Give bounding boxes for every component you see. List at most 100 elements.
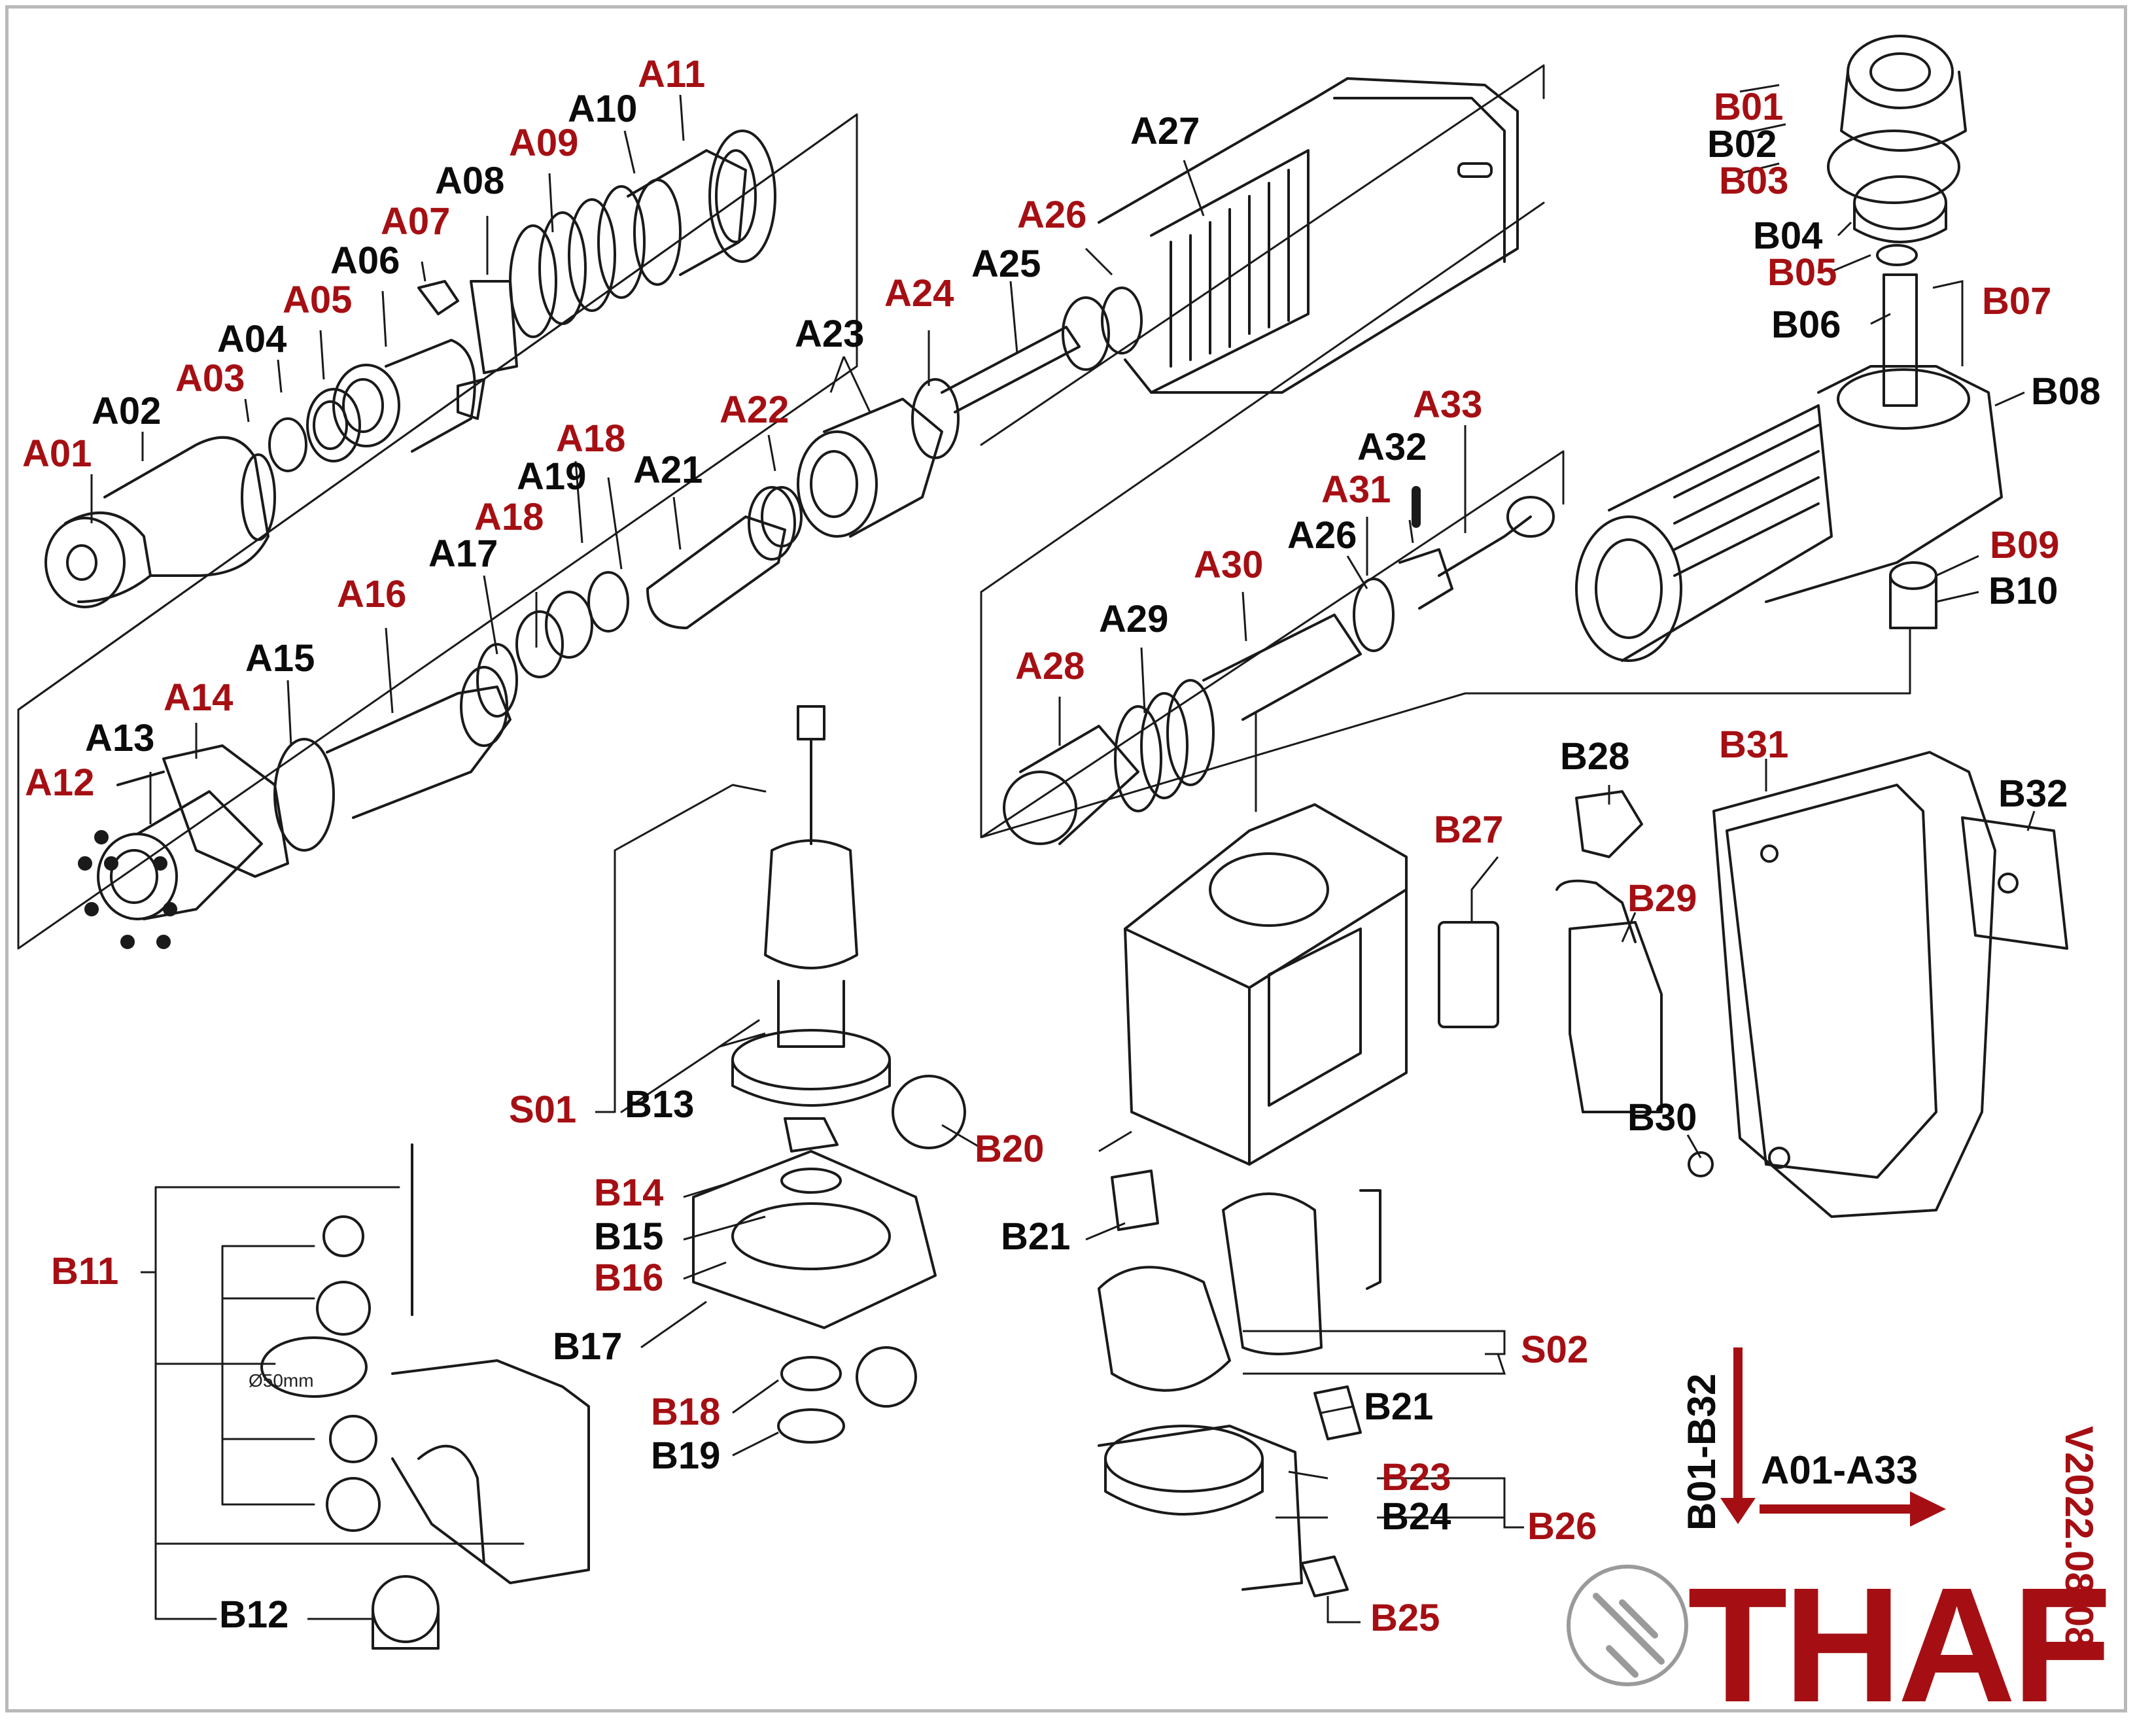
nav-arrow-right: [1760, 1504, 1917, 1514]
brand-wordmark: THAF: [1688, 1554, 2112, 1736]
part-a23: [797, 398, 943, 538]
part-b32: [1961, 816, 2068, 950]
label-b14: B14: [594, 1172, 664, 1214]
detail-circle: [892, 1075, 966, 1149]
part-b03: [1827, 130, 1960, 204]
part-a08: [470, 280, 518, 374]
label-a11: A11: [638, 53, 706, 95]
label-b20: B20: [975, 1128, 1045, 1170]
part-a05: [332, 364, 400, 447]
label-b21-upper: B21: [1001, 1215, 1071, 1258]
navigation-arrows: [1720, 1347, 1946, 1527]
label-b25: B25: [1370, 1597, 1440, 1639]
label-a06: A06: [330, 239, 400, 282]
part-b29: [1569, 921, 1663, 1113]
label-a27: A27: [1130, 110, 1200, 152]
label-b32: B32: [1998, 773, 2068, 815]
part-a18b: [587, 571, 629, 633]
dimension-label: Ø50mm: [249, 1370, 314, 1391]
label-s02: S02: [1521, 1328, 1589, 1371]
part-b18-detail: [856, 1346, 917, 1408]
label-b23: B23: [1381, 1456, 1451, 1499]
label-b08: B08: [2031, 370, 2101, 413]
label-a02: A02: [92, 390, 162, 432]
label-b03: B03: [1719, 160, 1789, 202]
part-b29-wire: [1555, 879, 1637, 943]
part-a18: [515, 610, 564, 678]
label-a16: A16: [337, 573, 407, 616]
part-a13: [116, 771, 165, 786]
label-a09: A09: [509, 122, 579, 164]
label-b10: B10: [1988, 570, 2058, 612]
label-b07: B07: [1982, 280, 2052, 322]
label-a03: A03: [175, 357, 245, 400]
label-b27: B27: [1434, 808, 1504, 851]
label-a04: A04: [217, 318, 287, 360]
label-a26-upper: A26: [1017, 194, 1087, 236]
label-b05: B05: [1767, 251, 1837, 294]
part-b04: [1853, 175, 1947, 243]
part-b27: [1438, 921, 1499, 1028]
label-b30: B30: [1627, 1096, 1697, 1139]
label-b31: B31: [1719, 723, 1789, 766]
part-a26: [1101, 286, 1143, 355]
part-b05: [1876, 244, 1918, 266]
nav-label-b-range: B01-B32: [1680, 1373, 1724, 1531]
part-b19: [777, 1408, 845, 1444]
part-a16: [326, 686, 512, 819]
part-b20: [1124, 803, 1408, 1166]
part-b17: [692, 1117, 937, 1329]
label-a31: A31: [1321, 468, 1391, 511]
label-a01: A01: [22, 432, 92, 475]
label-a26-lower: A26: [1287, 514, 1357, 557]
label-b19: B19: [651, 1434, 721, 1477]
part-b31: [1712, 751, 1996, 1218]
part-a02: [103, 436, 276, 577]
label-b29: B29: [1627, 877, 1697, 920]
part-a01: [44, 512, 152, 608]
label-a21: A21: [633, 449, 703, 491]
part-s01-armature: [731, 705, 891, 1107]
part-a06: [385, 339, 476, 453]
version-label: V2022.08.08: [2057, 1426, 2101, 1649]
label-b12: B12: [219, 1593, 289, 1636]
part-a04: [306, 388, 361, 462]
part-a10-a11: [627, 130, 776, 286]
part-a33: [1438, 515, 1532, 577]
label-a33: A33: [1413, 383, 1483, 426]
label-a30: A30: [1194, 544, 1264, 586]
label-b02: B02: [1707, 123, 1777, 165]
part-b09-b10: [1889, 561, 1937, 629]
label-b15: B15: [594, 1215, 664, 1258]
part-a15: [273, 738, 335, 852]
label-b24: B24: [1381, 1495, 1451, 1538]
part-a31: [1353, 578, 1395, 652]
part-a27: [1098, 77, 1519, 394]
thaf-logo-mark: [1567, 1565, 1688, 1686]
part-b28: [1575, 790, 1643, 858]
label-a29: A29: [1099, 598, 1169, 640]
label-a08: A08: [435, 160, 505, 202]
part-a07: [417, 280, 459, 315]
diagram-frame: [5, 5, 2127, 1712]
label-a13: A13: [85, 717, 155, 759]
label-a19: A19: [517, 455, 587, 498]
part-a12-balls: [78, 830, 177, 949]
label-a18-upper: A18: [556, 417, 626, 460]
part-b21b: [1313, 1385, 1362, 1440]
label-b18: B18: [651, 1391, 721, 1433]
nav-arrow-down: [1733, 1347, 1743, 1511]
label-a22: A22: [720, 389, 790, 431]
part-a17: [476, 643, 518, 718]
label-a07: A07: [381, 200, 451, 243]
label-a15: A15: [245, 637, 315, 680]
label-b26: B26: [1527, 1505, 1597, 1548]
label-b04: B04: [1753, 215, 1823, 257]
part-a03: [268, 417, 307, 472]
label-a32: A32: [1357, 426, 1427, 468]
part-a29-spring: [1114, 679, 1215, 812]
part-a30: [1202, 614, 1362, 721]
part-b30: [1688, 1151, 1714, 1177]
